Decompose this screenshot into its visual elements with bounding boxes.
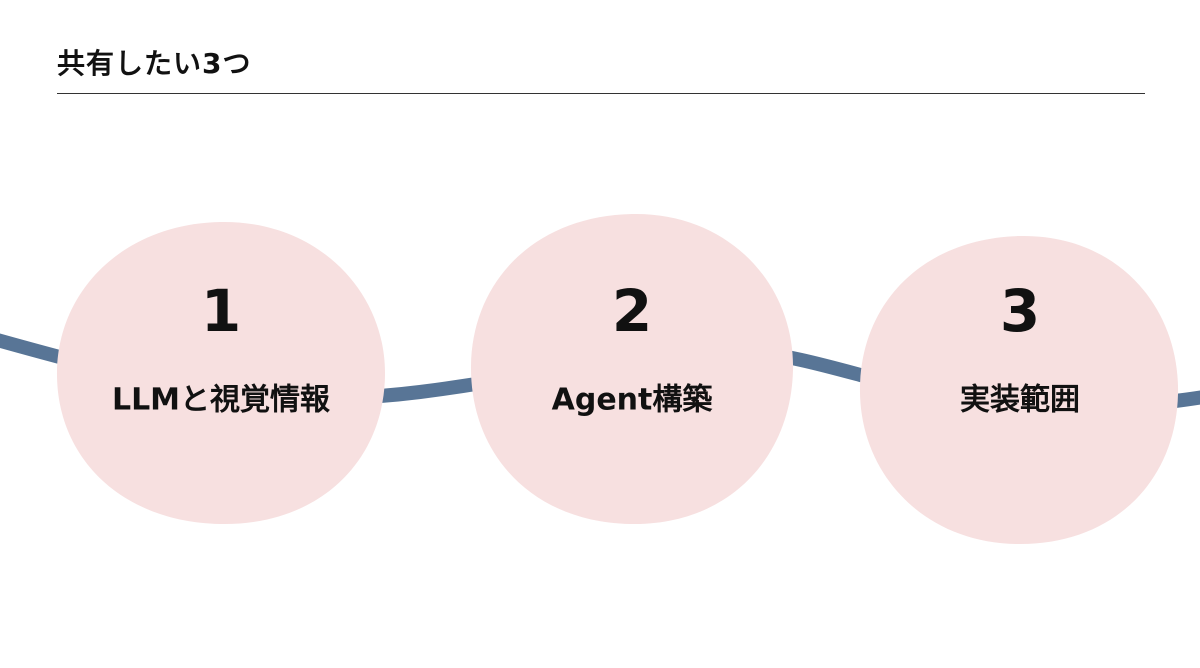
step-3-circle bbox=[859, 235, 1179, 545]
step-2-number: 2 bbox=[612, 277, 652, 345]
step-1-number: 1 bbox=[201, 277, 241, 345]
step-2-circle bbox=[470, 213, 794, 525]
step-2-label: Agent構築 bbox=[552, 383, 714, 418]
step-1-circle bbox=[56, 221, 386, 525]
step-2: 2 Agent構築 bbox=[470, 213, 794, 525]
title-divider bbox=[57, 93, 1145, 94]
step-3-number: 3 bbox=[1000, 277, 1040, 345]
step-1-label: LLMと視覚情報 bbox=[112, 383, 331, 418]
page-title: 共有したい3つ bbox=[57, 47, 252, 80]
step-3: 3 実装範囲 bbox=[859, 235, 1179, 545]
step-1: 1 LLMと視覚情報 bbox=[56, 221, 386, 525]
step-3-label: 実装範囲 bbox=[960, 383, 1080, 418]
